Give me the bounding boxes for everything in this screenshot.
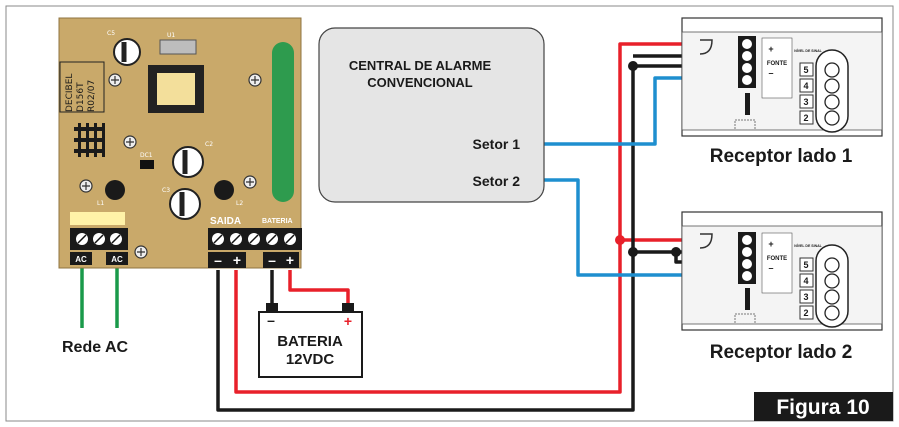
led-bar — [272, 42, 294, 202]
receiver-terminal-block — [738, 232, 756, 284]
capacitor-c2 — [172, 146, 204, 178]
receiver-2-label: Receptor lado 2 — [710, 342, 853, 363]
ref-c3: C3 — [162, 187, 170, 194]
receiver-1-fonte: FONTE — [767, 61, 787, 67]
screw-icon — [134, 245, 148, 259]
sector-1-label: Setor 1 — [473, 136, 521, 152]
receiver-2-plus: + — [768, 239, 773, 249]
receiver-1: + FONTE – NÍVEL DE SINAL 5 4 3 2 — [681, 17, 883, 137]
junction-dot — [671, 247, 681, 257]
positive-bus-wire — [234, 42, 742, 394]
screw-icon — [243, 175, 257, 189]
board-pcb — [58, 17, 302, 269]
diode-bridge — [74, 123, 105, 157]
wire-junctions — [615, 61, 681, 257]
battery-label-line-2: 12VDC — [286, 351, 335, 368]
receiver-1-minus: – — [768, 68, 773, 78]
receiver-terminal-block — [738, 36, 756, 88]
svg-text:4: 4 — [803, 81, 808, 91]
saida-minus-sign: – — [214, 252, 222, 268]
junction-dot — [615, 235, 625, 245]
screw-icon — [248, 73, 262, 87]
ref-c5: C5 — [107, 30, 115, 37]
bateria-minus-sign: – — [268, 252, 276, 268]
capacitor-c3 — [169, 188, 201, 220]
alarm-central: CENTRAL DE ALARME CONVENCIONAL Setor 1 S… — [318, 27, 545, 203]
receiver-2-fonte: FONTE — [767, 256, 787, 262]
signal-wire-sector-2 — [542, 178, 742, 277]
ac-terminal-block — [70, 228, 128, 250]
receiver-1-plus: + — [768, 44, 773, 54]
battery-plus-sign: + — [344, 313, 352, 329]
mounting-screws — [79, 73, 262, 259]
brand-line-3: R02/07 — [87, 80, 97, 112]
ref-u1: U1 — [167, 32, 175, 39]
saida-plus-sign: + — [233, 252, 241, 268]
bateria-plus-sign: + — [286, 252, 294, 268]
brand-line-2: D156T — [76, 82, 86, 112]
signal-level-scale: 5 4 3 2 — [799, 62, 814, 125]
inductor-l2 — [214, 180, 234, 200]
component-dc1 — [140, 160, 154, 169]
battery-label-line-1: BATERIA — [277, 333, 343, 350]
battery-body — [258, 311, 363, 378]
fuse-holder — [70, 212, 125, 225]
battery-minus-sign: – — [267, 312, 275, 328]
ref-c2: C2 — [205, 141, 213, 148]
receiver-2-minus: – — [768, 263, 773, 273]
alarm-central-box — [318, 27, 545, 203]
svg-text:5: 5 — [803, 260, 808, 270]
brand-line-1: DECIBEL — [65, 74, 75, 112]
battery-negative-terminal — [266, 303, 278, 313]
battery-positive-wire — [288, 270, 350, 308]
receiver-1-label: Receptor lado 1 — [710, 146, 853, 167]
junction-dot — [628, 247, 638, 257]
battery: – + BATERIA 12VDC — [258, 303, 363, 378]
mains-label: Rede AC — [62, 339, 129, 356]
central-title-line-1: CENTRAL DE ALARME — [349, 58, 492, 73]
svg-text:2: 2 — [803, 308, 808, 318]
brand-label-box — [59, 61, 105, 113]
central-title-line-2: CONVENCIONAL — [367, 75, 473, 90]
negative-bus-wire — [216, 64, 742, 412]
power-supply-board: C5 U1 DECIBEL D156T R02/07 DC1 — [58, 17, 302, 269]
output-terminal-block — [208, 228, 302, 250]
svg-text:3: 3 — [803, 97, 808, 107]
ref-dc1: DC1 — [140, 152, 153, 159]
svg-text:5: 5 — [803, 65, 808, 75]
figure-label: Figura 10 — [776, 396, 869, 419]
receiver-2: + FONTE – NÍVEL DE SINAL 5 4 3 2 — [681, 211, 883, 331]
capacitor-c5 — [113, 38, 141, 66]
screw-icon — [108, 73, 122, 87]
receiver-2-nivel: NÍVEL DE SINAL — [794, 243, 822, 248]
junction-dot — [628, 61, 638, 71]
ref-l1: L1 — [97, 200, 104, 207]
bateria-label: BATERIA — [262, 218, 293, 225]
screw-icon — [123, 135, 137, 149]
svg-text:3: 3 — [803, 292, 808, 302]
signal-level-scale: 5 4 3 2 — [799, 257, 814, 320]
ref-l2: L2 — [236, 200, 243, 207]
svg-text:2: 2 — [803, 113, 808, 123]
figure-label-badge — [754, 392, 893, 421]
svg-text:4: 4 — [803, 276, 808, 286]
sector-2-label: Setor 2 — [473, 173, 521, 189]
ac-label-1: AC — [75, 255, 87, 264]
ac-label-2: AC — [111, 255, 123, 264]
inductor-l1 — [105, 180, 125, 200]
saida-label: SAIDA — [210, 216, 241, 227]
battery-positive-terminal — [342, 303, 354, 313]
receiver-1-nivel: NÍVEL DE SINAL — [794, 48, 822, 53]
screw-icon — [79, 179, 93, 193]
component-u1 — [159, 39, 197, 55]
